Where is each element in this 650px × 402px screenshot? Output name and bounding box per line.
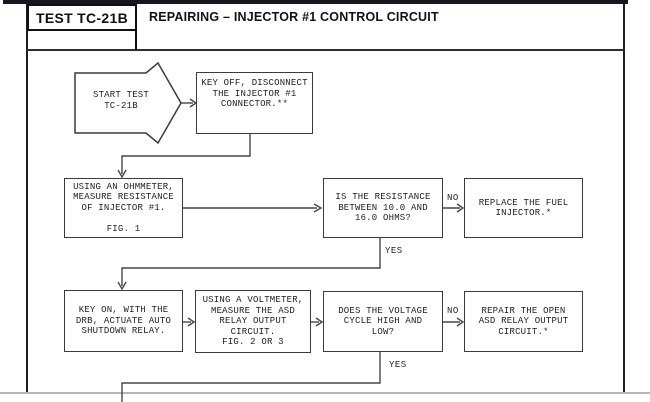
connector-resistance-yes (121, 238, 381, 286)
test-id-label: TEST TC-21B (36, 9, 128, 26)
start-step: START TEST TC-21B (92, 90, 149, 111)
arrowhead-resistance (313, 203, 323, 213)
page-left-border (26, 3, 28, 393)
connector-voltage-yes-offpage (121, 352, 381, 402)
page-title-text: REPAIRING – INJECTOR #1 CONTROL CIRCUIT (149, 10, 439, 24)
step-key-off-box: KEY OFF, DISCONNECT THE INJECTOR #1 CONN… (196, 72, 313, 134)
decision-voltage-box: DOES THE VOLTAGE CYCLE HIGH AND LOW? (323, 291, 443, 352)
arrowhead-voltmeter (187, 317, 196, 327)
step-ohmmeter-box: USING AN OHMMETER, MEASURE RESISTANCE OF… (64, 178, 183, 238)
arrowhead-repair (456, 317, 465, 327)
connector-keyoff-ohmmeter (121, 134, 251, 174)
branch-label-yes: YES (389, 360, 407, 370)
branch-label-no: NO (447, 193, 459, 203)
arrowhead-ohmmeter (117, 169, 127, 179)
page-bottom-edge (0, 392, 650, 394)
page-top-border (3, 0, 628, 4)
action-replace-injector-box: REPLACE THE FUEL INJECTOR.* (464, 178, 583, 238)
page-title: REPAIRING – INJECTOR #1 CONTROL CIRCUIT (149, 7, 609, 27)
decision-resistance-box: IS THE RESISTANCE BETWEEN 10.0 AND 16.0 … (323, 178, 443, 238)
page-right-border (623, 3, 625, 393)
branch-label-yes: YES (385, 246, 403, 256)
arrowhead-voltage (315, 317, 324, 327)
arrowhead-keyon (117, 281, 127, 291)
action-repair-circuit-box: REPAIR THE OPEN ASD RELAY OUTPUT CIRCUIT… (464, 291, 583, 352)
header-separator-line (26, 49, 625, 51)
branch-label-no: NO (447, 306, 459, 316)
arrowhead-replace (456, 203, 465, 213)
header-divider-line (135, 4, 137, 50)
step-voltmeter-box: USING A VOLTMETER, MEASURE THE ASD RELAY… (195, 290, 311, 353)
step-key-on-box: KEY ON, WITH THE DRB, ACTUATE AUTO SHUTD… (64, 290, 183, 352)
test-id-box: TEST TC-21B (27, 4, 137, 31)
